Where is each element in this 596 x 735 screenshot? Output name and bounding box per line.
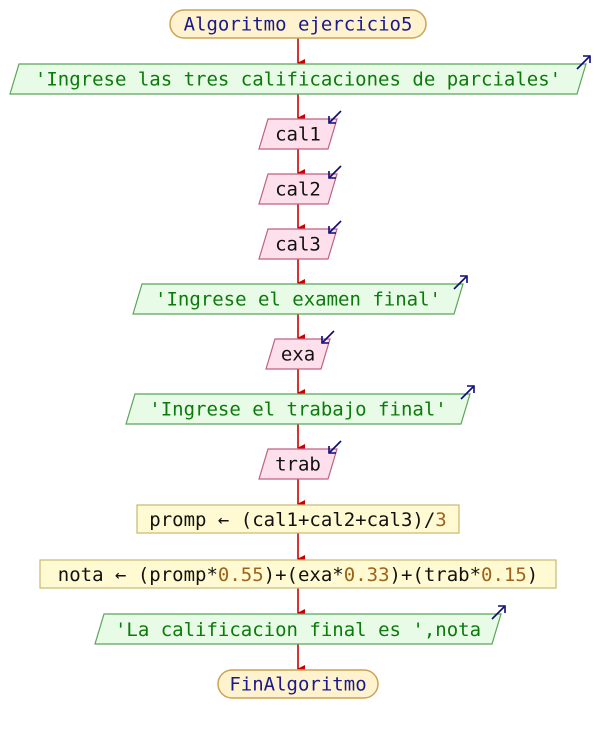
node-label: 'Ingrese el examen final' <box>155 289 441 311</box>
node-label: trab <box>275 454 321 476</box>
node-label: cal1 <box>275 124 321 146</box>
input-arrow-icon <box>328 165 342 179</box>
label-segment: )+(trab* <box>390 564 482 586</box>
input-node-in4: exa <box>265 330 335 370</box>
label-segment: ,nota <box>424 619 481 641</box>
label-segment: 0.55 <box>218 564 264 586</box>
node-label: cal2 <box>275 179 321 201</box>
node-label: 'Ingrese las tres calificaciones de parc… <box>35 69 561 91</box>
node-label: cal3 <box>275 234 321 256</box>
label-segment: 0.33 <box>344 564 390 586</box>
terminal-node-end: FinAlgoritmo <box>217 669 379 699</box>
process-node-proc2: nota ← (promp*0.55)+(exa*0.33)+(trab*0.1… <box>39 559 557 589</box>
node-label: nota ← (promp*0.55)+(exa*0.33)+(trab*0.1… <box>58 564 539 586</box>
process-node-proc1: promp ← (cal1+cal2+cal3)/3 <box>136 504 460 534</box>
input-node-in2: cal2 <box>258 165 342 205</box>
node-label: 'La calificacion final es ',nota <box>115 619 481 641</box>
label-segment: promp ← (cal1+cal2+cal3)/ <box>149 509 435 531</box>
input-node-in5: trab <box>258 440 342 480</box>
label-segment: 3 <box>435 509 446 531</box>
label-segment: 'La calificacion final es ' <box>115 619 424 641</box>
output-node-out4: 'La calificacion final es ',nota <box>94 605 506 645</box>
node-label: 'Ingrese el trabajo final' <box>149 399 446 421</box>
node-label: promp ← (cal1+cal2+cal3)/3 <box>149 509 446 531</box>
output-node-out3: 'Ingrese el trabajo final' <box>125 385 475 425</box>
node-label: exa <box>281 344 315 366</box>
output-arrow-icon <box>460 385 475 400</box>
output-node-out1: 'Ingrese las tres calificaciones de parc… <box>9 55 591 95</box>
input-node-in3: cal3 <box>258 220 342 260</box>
label-segment: nota ← (promp* <box>58 564 218 586</box>
label-segment: 0.15 <box>481 564 527 586</box>
input-arrow-icon <box>328 220 342 234</box>
input-arrow-icon <box>321 330 335 344</box>
input-arrow-icon <box>328 110 342 124</box>
output-node-out2: 'Ingrese el examen final' <box>132 275 468 315</box>
label-segment: ) <box>527 564 538 586</box>
input-arrow-icon <box>328 440 342 454</box>
input-node-in1: cal1 <box>258 110 342 150</box>
output-arrow-icon <box>453 275 468 290</box>
output-arrow-icon <box>491 605 506 620</box>
output-arrow-icon <box>576 55 591 70</box>
label-segment: )+(exa* <box>264 564 344 586</box>
terminal-node-start: Algoritmo ejercicio5 <box>169 9 427 39</box>
node-label: FinAlgoritmo <box>229 674 366 696</box>
node-label: Algoritmo ejercicio5 <box>184 14 413 36</box>
